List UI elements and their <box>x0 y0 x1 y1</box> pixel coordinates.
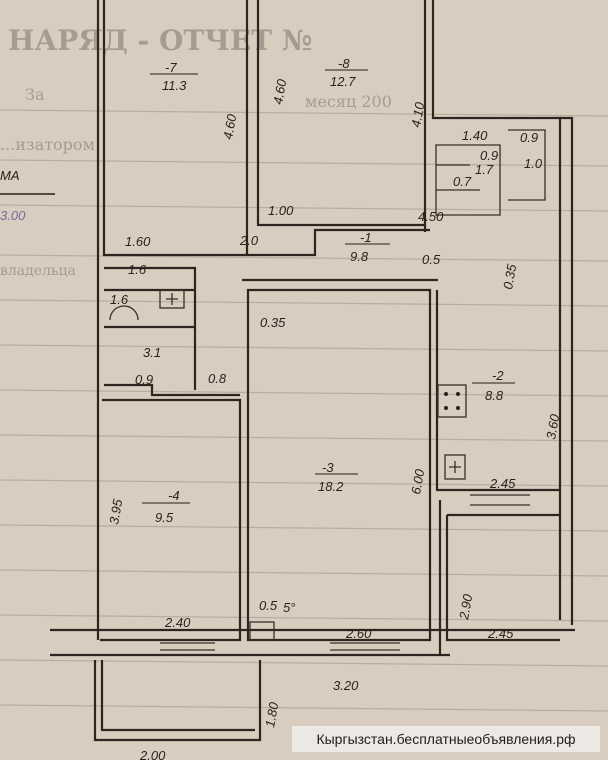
svg-text:1.7: 1.7 <box>475 162 494 177</box>
svg-text:8.8: 8.8 <box>485 388 504 403</box>
svg-text:4.50: 4.50 <box>418 209 444 224</box>
svg-text:2.00: 2.00 <box>139 748 166 760</box>
svg-text:1.6: 1.6 <box>110 292 129 307</box>
room-label-1: -1 9.8 <box>345 230 390 264</box>
svg-text:12.7: 12.7 <box>330 74 356 89</box>
svg-text:2.60: 2.60 <box>345 626 372 641</box>
svg-text:0.5: 0.5 <box>422 252 441 267</box>
svg-text:0.35: 0.35 <box>260 315 286 330</box>
svg-text:2.90: 2.90 <box>456 592 475 621</box>
svg-text:4.10: 4.10 <box>408 100 427 128</box>
svg-text:2.45: 2.45 <box>489 476 516 491</box>
svg-text:0.7: 0.7 <box>453 174 472 189</box>
svg-text:3.60: 3.60 <box>543 412 562 440</box>
form-field-month: месяц 200 <box>305 92 392 111</box>
handwritten-label: МА <box>0 168 20 183</box>
svg-text:2.45: 2.45 <box>487 626 514 641</box>
form-title: НАРЯД - ОТЧЕТ № <box>8 24 312 57</box>
svg-text:0.9: 0.9 <box>480 148 498 163</box>
svg-text:1.00: 1.00 <box>268 203 294 218</box>
svg-text:3.20: 3.20 <box>333 678 359 693</box>
svg-text:-3: -3 <box>322 460 334 475</box>
svg-text:9.8: 9.8 <box>350 249 369 264</box>
svg-text:4.60: 4.60 <box>220 112 239 140</box>
dimension-labels: 4.60 4.60 4.10 1.40 0.9 1.7 0.7 0.9 1.0 … <box>106 77 562 760</box>
svg-text:0.5: 0.5 <box>259 598 278 613</box>
svg-text:18.2: 18.2 <box>318 479 344 494</box>
svg-text:0.35: 0.35 <box>500 262 519 290</box>
svg-text:3.95: 3.95 <box>106 497 125 525</box>
svg-text:11.3: 11.3 <box>162 78 187 93</box>
svg-text:0.9: 0.9 <box>135 372 153 387</box>
svg-text:9.5: 9.5 <box>155 510 174 525</box>
room-label-3: -3 18.2 <box>315 460 358 494</box>
svg-text:3.1: 3.1 <box>143 345 161 360</box>
svg-text:-1: -1 <box>360 230 372 245</box>
room-label-8: -8 12.7 <box>325 56 368 89</box>
svg-text:0.9: 0.9 <box>520 130 538 145</box>
svg-text:2.0: 2.0 <box>239 233 259 248</box>
form-field-organizer: ...изатором <box>0 135 95 154</box>
svg-text:0.8: 0.8 <box>208 371 227 386</box>
handwritten-value: 3.00 <box>0 208 26 223</box>
svg-text:1.0: 1.0 <box>524 156 543 171</box>
room-label-4: -4 9.5 <box>142 488 190 525</box>
svg-text:1.60: 1.60 <box>125 234 151 249</box>
ruled-lines <box>0 109 608 712</box>
room-label-7: -7 11.3 <box>150 60 198 93</box>
form-field-for: За <box>25 85 45 104</box>
room-label-2: -2 8.8 <box>472 368 515 403</box>
svg-text:-8: -8 <box>338 56 350 71</box>
watermark: Кыргызстан.бесплатныеобъявления.рф <box>292 726 600 752</box>
svg-text:1.40: 1.40 <box>462 128 488 143</box>
svg-text:4.60: 4.60 <box>270 77 289 105</box>
svg-text:2.40: 2.40 <box>164 615 191 630</box>
svg-text:5°: 5° <box>283 600 295 615</box>
walls <box>50 0 575 742</box>
svg-text:1.6: 1.6 <box>128 262 147 277</box>
svg-text:-4: -4 <box>168 488 180 503</box>
svg-text:-7: -7 <box>165 60 177 75</box>
svg-text:-2: -2 <box>492 368 504 383</box>
svg-text:1.80: 1.80 <box>262 700 281 728</box>
form-field-owner: владельца <box>0 263 76 279</box>
svg-text:6.00: 6.00 <box>408 467 427 495</box>
